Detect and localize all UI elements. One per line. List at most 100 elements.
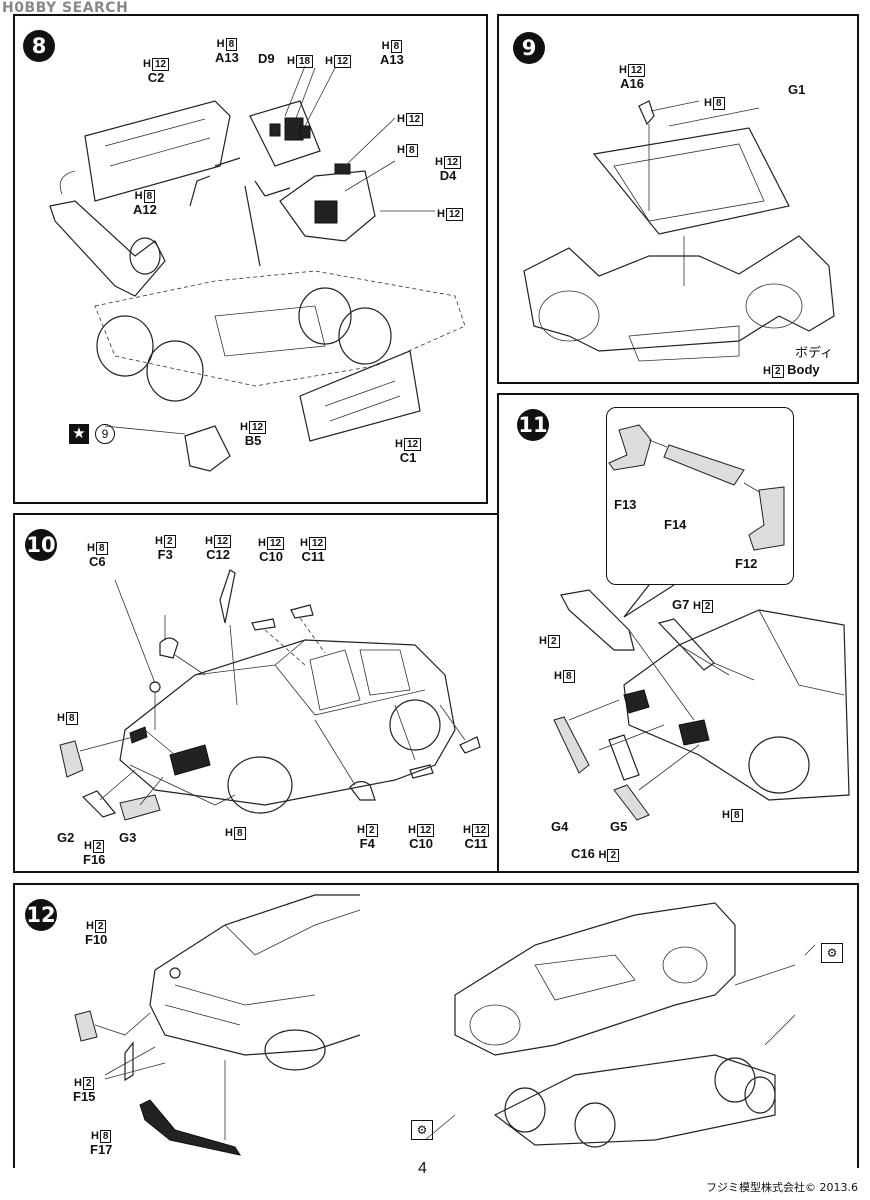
label-g4: G4	[551, 819, 569, 834]
wheel-front-left	[96, 315, 154, 377]
b5-seat	[184, 425, 231, 472]
wheel-chassis-right	[714, 1057, 756, 1103]
label-f14: F14	[664, 517, 687, 532]
front-grille	[169, 744, 211, 776]
footer-copyright: フジミ模型株式会社© 2013.6	[706, 1181, 858, 1194]
ref-step-9-circle: 9	[95, 424, 115, 444]
headlight-dark	[129, 726, 148, 744]
chassis-assembly	[493, 1054, 776, 1146]
body-shell	[523, 235, 835, 352]
f13-wing-stand	[608, 424, 652, 471]
body-shell-assembly	[454, 902, 736, 1056]
d4-dash-console	[279, 170, 376, 242]
f17-front-spoiler	[139, 1099, 242, 1156]
f10-part	[74, 1010, 98, 1042]
label-g2: G2	[57, 830, 75, 845]
screw-icon-right: ⚙	[821, 943, 843, 963]
c12-wiper	[219, 569, 236, 624]
step-12-number: 12	[25, 899, 57, 931]
wheel-rear-right	[298, 287, 352, 345]
c11-bottom-handle	[459, 736, 481, 754]
step-8-number: 8	[23, 30, 55, 62]
f15-part	[124, 1041, 134, 1082]
step-9-number: 9	[513, 32, 545, 64]
label-g3: G3	[119, 830, 137, 845]
car-rear-outline	[623, 609, 850, 801]
roll-bar-a13-right	[264, 187, 291, 197]
c6-emblem	[149, 681, 161, 693]
g4-tail-light	[553, 716, 590, 774]
c2-door-panel	[84, 100, 231, 202]
label-f12: F12	[735, 556, 758, 571]
wheel-chassis-left	[504, 1087, 546, 1133]
step-10-number: 10	[25, 529, 57, 561]
c16-plate	[608, 734, 640, 781]
rear-light-left	[623, 689, 650, 714]
g5-tail-light	[613, 784, 650, 821]
c11-top-handle	[290, 604, 314, 619]
roll-bar-a12	[189, 175, 211, 207]
screw-icon-left: ⚙	[411, 1120, 433, 1140]
d9-dashboard	[249, 100, 321, 167]
g2-side-marker	[59, 740, 84, 778]
label-g1: G1	[788, 82, 806, 97]
rear-wing-assembly	[560, 589, 635, 651]
step-8-panel: 8	[13, 14, 488, 504]
label-d9: D9	[258, 51, 275, 66]
rear-light-right	[678, 719, 710, 746]
a16-part	[638, 100, 655, 126]
f4-mirror	[349, 780, 376, 801]
console-left	[49, 200, 166, 297]
f12-wing-stand	[748, 486, 785, 551]
step-10-diagram	[59, 569, 481, 821]
roll-bar-main	[244, 180, 266, 267]
g3-fog-light	[119, 794, 161, 821]
watermark: H0BBY SEARCH	[2, 0, 129, 16]
c10-top-handle	[251, 618, 276, 631]
label-f13: F13	[614, 497, 637, 512]
step-9-diagram	[523, 100, 835, 362]
g7-spoiler	[657, 618, 715, 671]
f14-wing-blade	[663, 444, 745, 486]
front-car-outline	[149, 894, 361, 1056]
roll-bar-a13-left	[214, 157, 241, 167]
hood-emblem	[169, 967, 181, 979]
car-body-outline	[119, 639, 456, 806]
step-8-diagram	[49, 65, 466, 472]
page-number: 4	[418, 1160, 427, 1177]
